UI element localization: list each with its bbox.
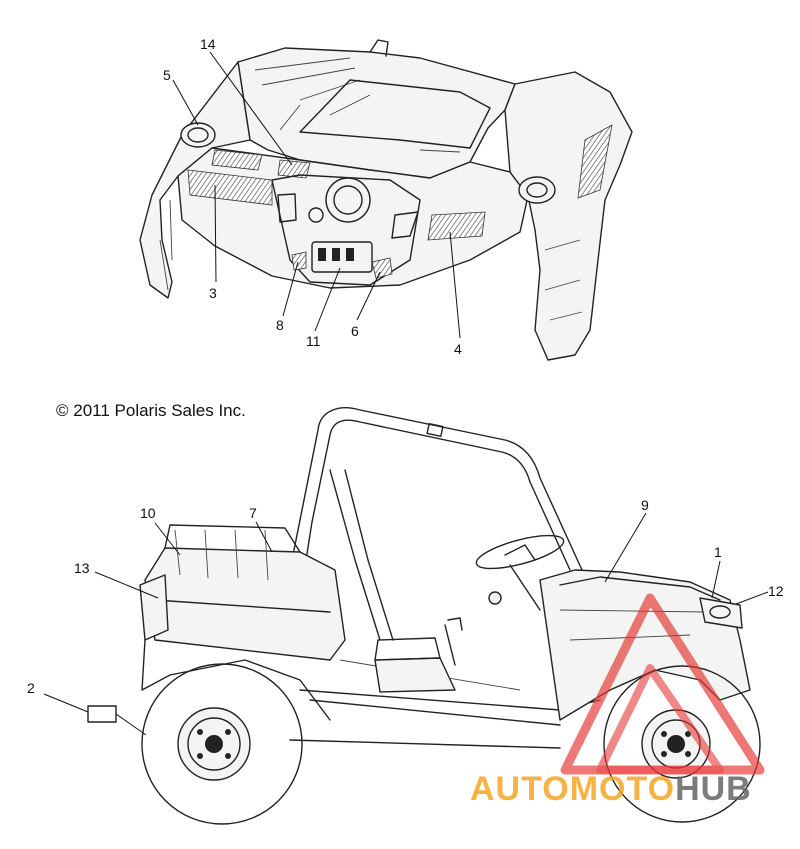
- callout-6: 6: [351, 323, 359, 339]
- vehicle-assembly: [87, 407, 761, 825]
- rear-wheel: [141, 663, 303, 825]
- callout-13: 13: [74, 560, 90, 576]
- watermark-text: AUTOMOTOHUB: [470, 770, 752, 808]
- callout-7: 7: [249, 505, 257, 521]
- copyright-notice: © 2011 Polaris Sales Inc.: [56, 401, 246, 420]
- watermark: AUTOMOTOHUB: [470, 593, 765, 808]
- bottom-leaders: [43, 512, 769, 736]
- watermark-part-1: AUTOMOTO: [470, 770, 675, 808]
- decal-2-label: [87, 705, 117, 723]
- callout-14: 14: [200, 36, 216, 52]
- callout-4: 4: [454, 341, 462, 357]
- dash-assembly: [139, 39, 633, 361]
- callout-2: 2: [27, 680, 35, 696]
- callout-1: 1: [714, 544, 722, 560]
- callout-12: 12: [768, 583, 784, 599]
- watermark-part-2: HUB: [675, 770, 752, 808]
- callout-11: 11: [306, 333, 321, 349]
- triangle-logo-icon: [560, 593, 765, 775]
- top-leaders: [172, 51, 461, 339]
- callout-5: 5: [163, 67, 171, 83]
- callout-8: 8: [276, 317, 284, 333]
- callout-10: 10: [140, 505, 156, 521]
- callout-labels: 14 5 3 8 11 6 4 10 7 13 2 9 1 12: [27, 36, 784, 696]
- callout-9: 9: [641, 497, 649, 513]
- callout-3: 3: [209, 285, 217, 301]
